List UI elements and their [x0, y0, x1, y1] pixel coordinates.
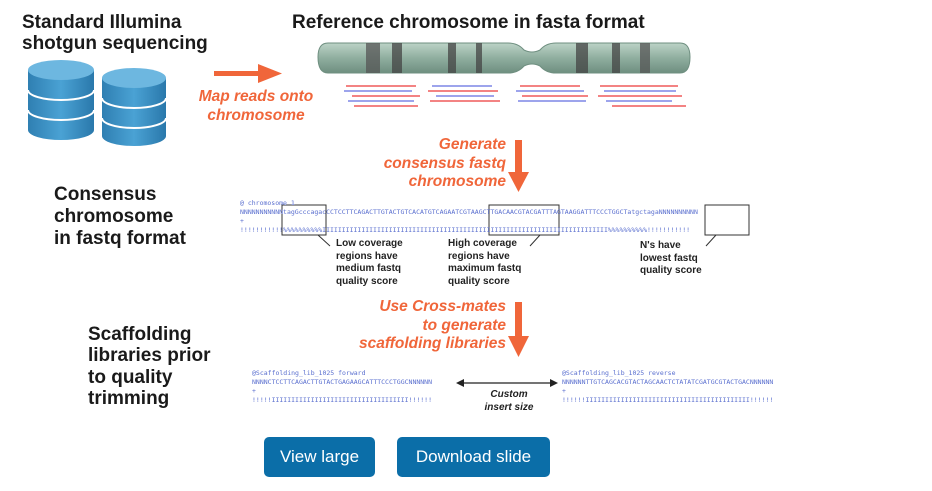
diagram-figure: Standard Illumina shotgun sequencing Ref… [22, 12, 774, 413]
arrow-down-icon [508, 302, 529, 357]
database-icon [27, 60, 95, 140]
view-large-button[interactable]: View large [264, 437, 375, 477]
scaffold-forward-sequence: NNNNCTCCTTCAGACTTGTACTGAGAAGCATTTCCCTGGC… [252, 378, 433, 386]
scaffold-forward-quality: !!!!!IIIIIIIIIIIIIIIIIIIIIIIIIIIIIIIIIII… [252, 396, 433, 404]
consensus-label: Consensus chromosome in fastq format [54, 184, 186, 249]
database-icon [101, 68, 167, 146]
mapped-reads [344, 85, 686, 107]
arrow-down-icon [508, 140, 529, 192]
map-reads-step: Map reads onto chromosome [198, 88, 314, 124]
scaffolding-label: Scaffolding libraries prior to quality t… [88, 324, 211, 409]
fastq-highlight-boxes [281, 204, 750, 247]
chromosome-shape [317, 42, 691, 74]
scaffold-reverse-header: @Scaffolding_lib_1025 reverse [562, 369, 676, 377]
diagram-graphics [27, 42, 750, 387]
fastq-plus: + [240, 217, 244, 225]
ns-note: N's have lowest fastq quality score [640, 240, 702, 276]
double-arrow-icon [456, 379, 558, 387]
scaffold-reverse-plus: + [562, 387, 566, 395]
cross-mates-step: Use Cross-mates to generate scaffolding … [358, 298, 506, 353]
scaffold-forward-header: @Scaffolding_lib_1025 forward [252, 369, 366, 377]
scaffold-reverse-sequence: NNNNNNTTGTCAGCACGTACTAGCAACTCTATATCGATGC… [562, 378, 774, 386]
fastq-sequence: NNNNNNNNNNNtagGcccagacCCTCCTTCAGACTTGTAC… [240, 208, 698, 216]
fastq-quality: !!!!!!!!!!!%%%%%%%%%%IIIIIIIIIIIIIIIIIII… [240, 226, 691, 234]
low-coverage-note: Low coverage regions have medium fastq q… [336, 238, 403, 287]
scaffold-reverse-quality: !!!!!!IIIIIIIIIIIIIIIIIIIIIIIIIIIIIIIIII… [562, 396, 774, 404]
generate-consensus-step: Generate consensus fastq chromosome [383, 136, 506, 191]
fastq-header: @ chromosome 1 [240, 199, 295, 207]
arrow-right-icon [214, 64, 282, 83]
insert-size-note: Custom insert size [484, 389, 534, 413]
reference-label: Reference chromosome in fasta format [292, 12, 645, 33]
scaffold-forward-plus: + [252, 387, 256, 395]
download-slide-button[interactable]: Download slide [397, 437, 550, 477]
sequencing-label: Standard Illumina shotgun sequencing [22, 12, 208, 55]
high-coverage-note: High coverage regions have maximum fastq… [448, 238, 522, 287]
